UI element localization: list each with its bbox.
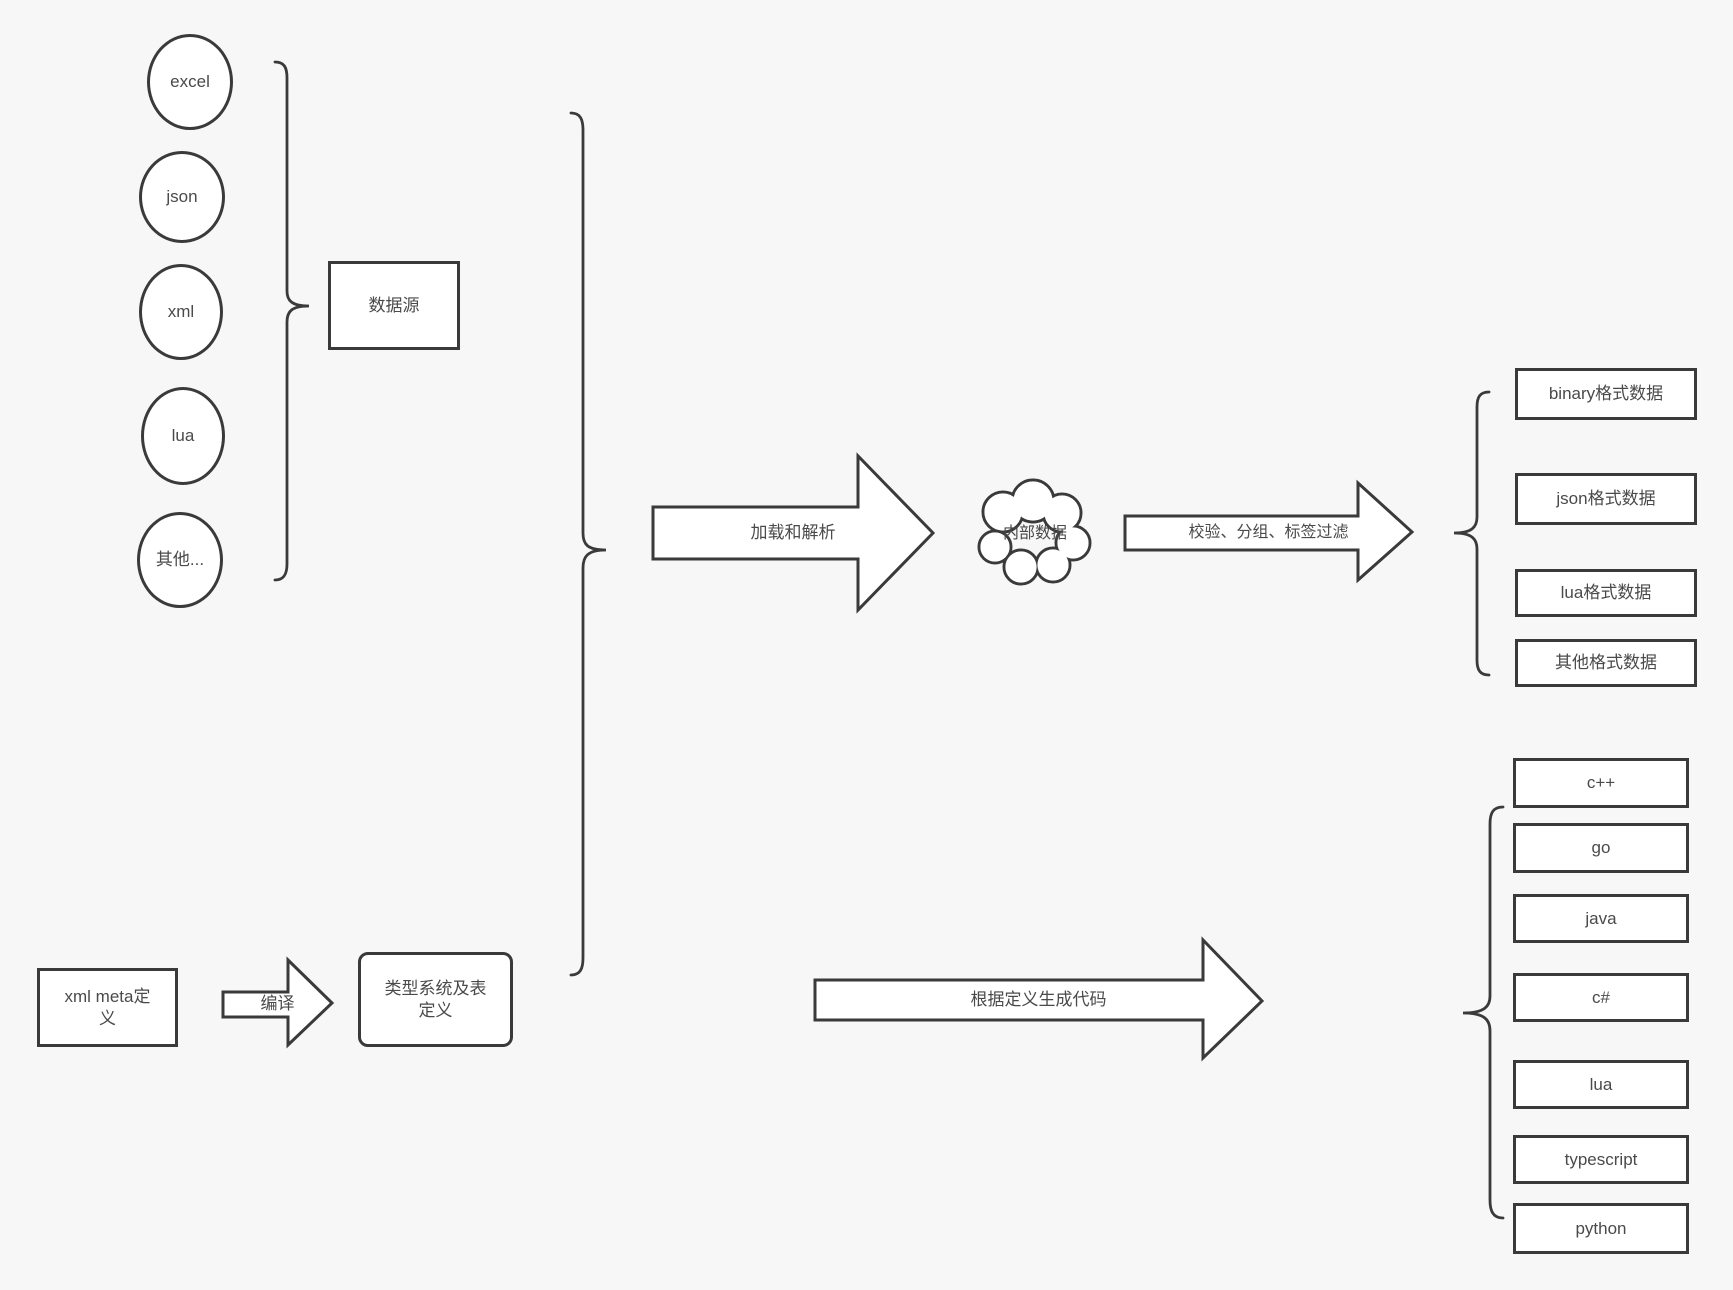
sources-brace [273, 60, 310, 582]
language-box-java: java [1513, 894, 1689, 943]
language-box-typescript: typescript [1513, 1135, 1689, 1184]
source-ellipse-lua-label: lua [171, 426, 195, 446]
format-box-other-label: 其他格式数据 [1555, 653, 1657, 673]
format-box-lua: lua格式数据 [1515, 569, 1697, 617]
language-box-go-label: go [1591, 838, 1611, 858]
language-box-python-label: python [1575, 1218, 1627, 1238]
type-system-box: 类型系统及表 定义 [358, 952, 513, 1047]
format-box-lua-label: lua格式数据 [1560, 583, 1652, 603]
language-box-java-label: java [1585, 908, 1617, 928]
source-ellipse-excel-label: excel [170, 72, 210, 92]
source-ellipse-xml-label: xml [167, 302, 195, 322]
source-ellipse-json-label: json [166, 187, 198, 207]
internal-data-cloud [977, 478, 1092, 586]
generate-code-arrow [813, 936, 1265, 1062]
source-ellipse-lua: lua [141, 387, 225, 485]
format-box-binary-label: binary格式数据 [1548, 384, 1664, 404]
source-ellipse-excel: excel [147, 34, 233, 130]
xml-meta-box: xml meta定 义 [37, 968, 178, 1047]
formats-brace [1453, 390, 1491, 677]
language-box-cpp-label: c++ [1586, 773, 1616, 793]
language-box-csharp: c# [1513, 973, 1689, 1022]
source-ellipse-other: 其他... [137, 512, 223, 608]
format-box-other: 其他格式数据 [1515, 639, 1697, 687]
language-box-typescript-label: typescript [1564, 1149, 1638, 1169]
xml-meta-label: xml meta定 义 [64, 987, 151, 1028]
language-box-lua: lua [1513, 1060, 1689, 1109]
format-box-binary: binary格式数据 [1515, 368, 1697, 420]
language-box-go: go [1513, 823, 1689, 873]
language-box-cpp: c++ [1513, 758, 1689, 808]
languages-brace [1462, 805, 1505, 1220]
generate-code-arrow-label: 根据定义生成代码 [970, 990, 1107, 1009]
format-box-json: json格式数据 [1515, 473, 1697, 525]
source-ellipse-xml: xml [139, 264, 223, 360]
load-parse-arrow [651, 452, 936, 614]
compile-arrow [221, 956, 335, 1049]
data-source-label: 数据源 [368, 295, 420, 315]
type-system-label: 类型系统及表 定义 [384, 979, 487, 1020]
main-brace [569, 111, 607, 977]
language-box-csharp-label: c# [1592, 987, 1610, 1007]
data-source-box: 数据源 [328, 261, 460, 350]
source-ellipse-json: json [139, 151, 225, 243]
language-box-python: python [1513, 1203, 1689, 1254]
filter-arrow [1123, 479, 1415, 584]
load-parse-arrow-label: 加载和解析 [750, 523, 836, 542]
source-ellipse-other-label: 其他... [155, 550, 205, 570]
filter-arrow-label: 校验、分组、标签过滤 [1188, 524, 1349, 541]
format-box-json-label: json格式数据 [1556, 489, 1656, 509]
internal-data-label: 内部数据 [1002, 525, 1067, 542]
compile-arrow-label: 编译 [260, 994, 295, 1013]
language-box-lua-label: lua [1589, 1074, 1613, 1094]
